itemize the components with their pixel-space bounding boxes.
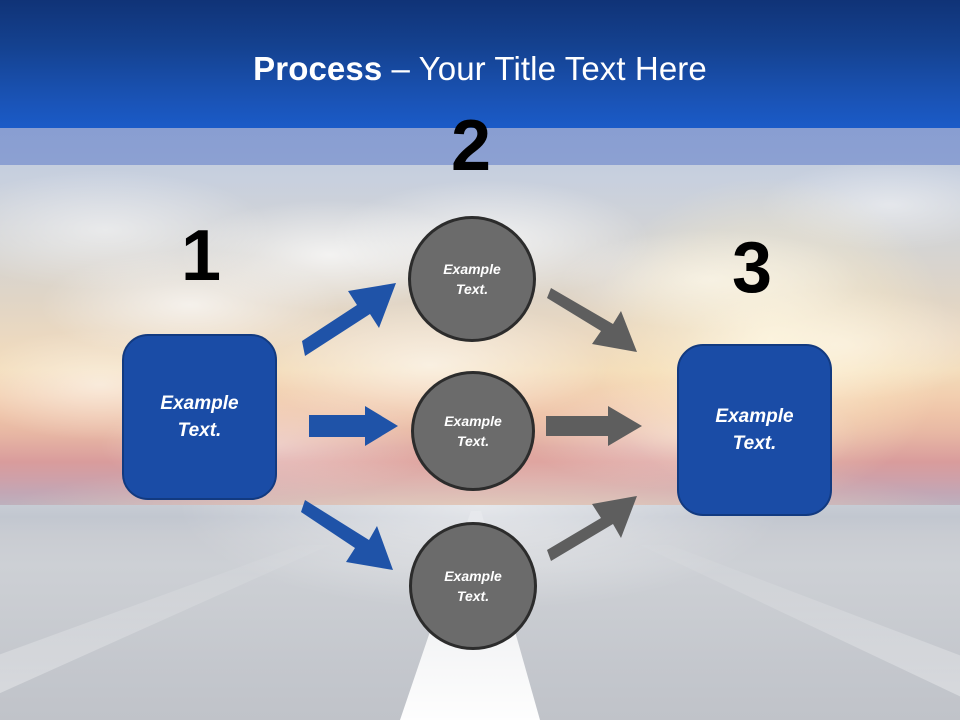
process-box-output-text: Example Text. <box>715 403 793 457</box>
process-circle-top-text: Example Text. <box>443 259 501 299</box>
arrow-left-to-mid[interactable] <box>309 406 399 446</box>
process-box-input-text: Example Text. <box>160 390 238 444</box>
process-box-output-line1: Example <box>715 406 794 427</box>
step-number-1: 1 <box>180 216 222 296</box>
process-circle-top[interactable]: Example Text. <box>408 216 536 342</box>
process-circle-middle-text: Example Text. <box>444 411 502 451</box>
process-box-input-line1: Example <box>160 393 239 414</box>
process-circle-top-line2: Text. <box>455 281 489 297</box>
process-box-output-line2: Text. <box>732 433 777 454</box>
step-number-3: 3 <box>731 228 773 308</box>
step-number-2: 2 <box>450 106 492 186</box>
page-title: Process – Your Title Text Here <box>0 50 960 88</box>
process-box-output[interactable]: Example Text. <box>677 344 832 516</box>
process-circle-bottom-text: Example Text. <box>444 566 502 606</box>
arrow-left-to-bottom[interactable] <box>299 500 401 572</box>
process-circle-middle-line1: Example <box>444 413 502 429</box>
process-circle-bottom[interactable]: Example Text. <box>409 522 537 650</box>
arrow-bottom-to-right[interactable] <box>545 494 650 562</box>
process-circle-bottom-line1: Example <box>444 568 502 584</box>
process-box-input[interactable]: Example Text. <box>122 334 277 500</box>
process-circle-bottom-line2: Text. <box>456 588 490 604</box>
process-box-input-line2: Text. <box>177 420 222 441</box>
process-circle-top-line1: Example <box>443 261 501 277</box>
process-circle-middle[interactable]: Example Text. <box>411 371 535 491</box>
title-banner <box>0 0 960 128</box>
arrow-mid-to-right[interactable] <box>546 406 643 446</box>
page-title-rest: – Your Title Text Here <box>382 50 707 87</box>
arrow-top-to-right[interactable] <box>545 288 650 354</box>
page-title-strong: Process <box>253 50 383 87</box>
arrow-left-to-top[interactable] <box>300 281 402 357</box>
process-circle-middle-line2: Text. <box>456 433 490 449</box>
